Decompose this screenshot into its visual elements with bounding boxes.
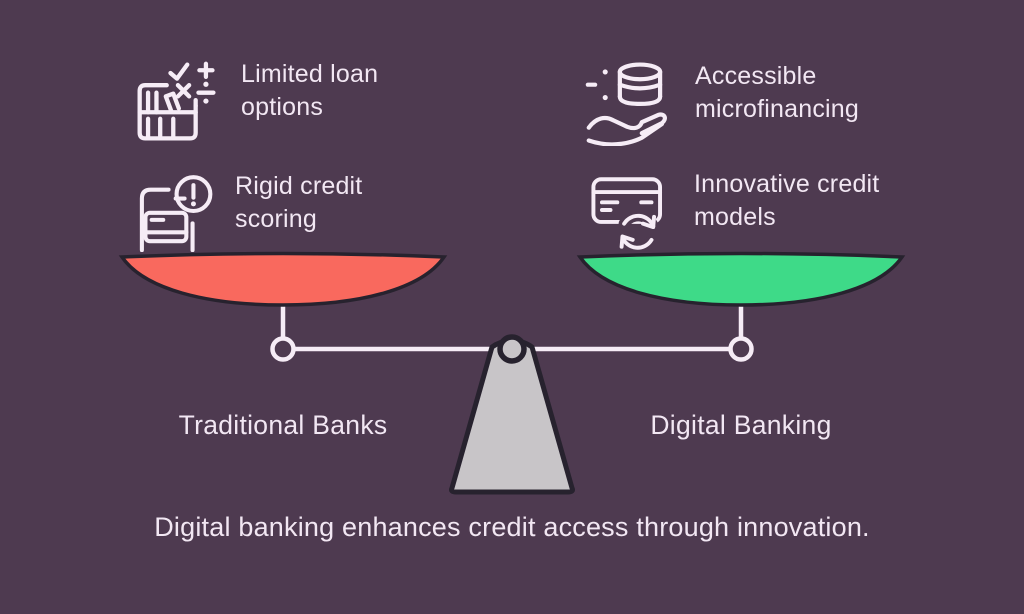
- right-scale-bowl: [576, 251, 906, 307]
- traditional-banks-label: Traditional Banks: [178, 410, 388, 440]
- left-beam-ring: [270, 336, 296, 362]
- fulcrum-pivot-hole: [497, 334, 527, 364]
- feature-label: Accessible microfinancing: [695, 62, 859, 124]
- card-refresh-icon: [590, 168, 672, 252]
- scale-stems: [280, 302, 744, 338]
- right-beam-ring: [728, 336, 754, 362]
- digital-banking-label: Digital Banking: [650, 410, 832, 440]
- feature-label: Innovative credit models: [694, 170, 880, 232]
- feature-limited-loan: Limited loan options: [135, 58, 446, 146]
- feature-microfinancing: Accessible microfinancing: [585, 60, 900, 146]
- feature-label: Rigid credit scoring: [235, 172, 363, 234]
- feature-credit-models: Innovative credit models: [590, 168, 899, 252]
- math-books-icon: [135, 58, 219, 146]
- document-alert-icon: [133, 170, 213, 252]
- coins-hand-icon: [585, 60, 673, 146]
- fulcrum: [449, 338, 575, 495]
- left-scale-bowl: [118, 251, 448, 307]
- feature-label: Limited loan options: [241, 60, 379, 122]
- caption-text: Digital banking enhances credit access t…: [154, 512, 870, 542]
- feature-rigid-credit: Rigid credit scoring: [133, 170, 440, 252]
